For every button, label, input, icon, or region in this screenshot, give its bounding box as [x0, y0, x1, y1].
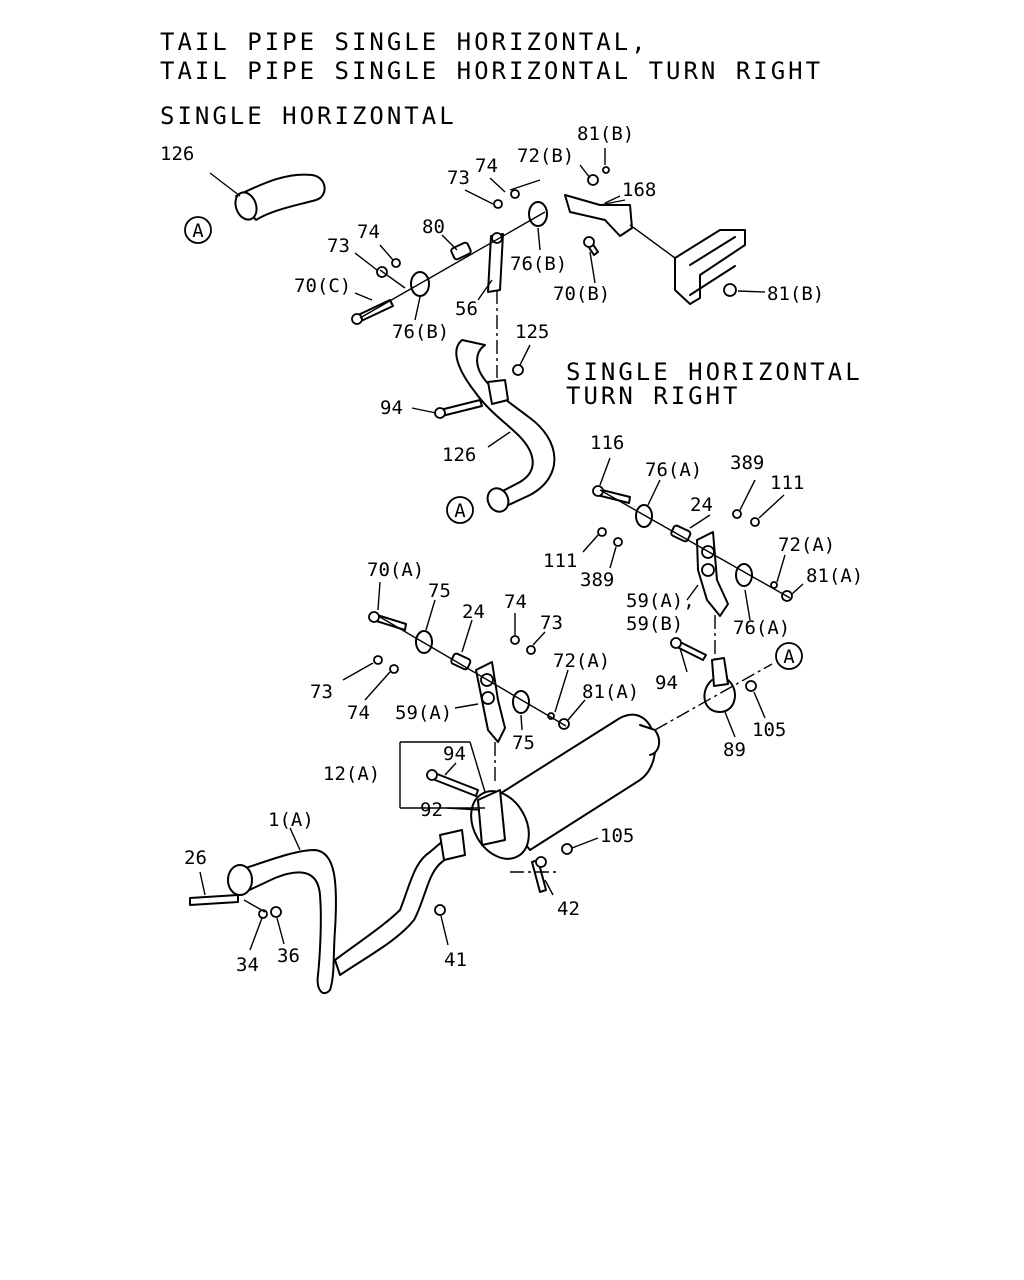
label-111-top: 111	[770, 472, 804, 494]
label-80: 80	[422, 216, 445, 238]
label-126-middle: 126	[442, 444, 476, 466]
frame-rail	[674, 229, 746, 305]
leader-lines	[199, 148, 804, 951]
label-76a-bottom: 76(A)	[733, 617, 790, 639]
label-36: 36	[277, 945, 300, 967]
turn-right-bracket-59	[592, 485, 793, 617]
section-title-single-horizontal: SINGLE HORIZONTAL	[160, 102, 457, 130]
label-73-lower-left: 73	[310, 681, 333, 703]
top-fasteners	[351, 166, 737, 325]
label-59b-turn: 59(B)	[626, 613, 683, 635]
section-title-turn-right-2: TURN RIGHT	[566, 382, 741, 410]
part-labels-turn-right: 116 76(A) 389 111 24 111 389 72(A) 81(A)…	[543, 432, 863, 761]
label-105-lower: 105	[600, 825, 634, 847]
svg-text:A: A	[783, 646, 795, 668]
svg-text:A: A	[192, 220, 204, 242]
label-74-lower-left: 74	[347, 702, 370, 724]
tail-pipe-126-top	[209, 172, 326, 221]
svg-text:A: A	[454, 500, 466, 522]
label-72a-turn: 72(A)	[778, 534, 835, 556]
ref-marker-a-middle: A	[446, 496, 474, 524]
muffler	[426, 713, 661, 893]
tail-pipe-126-middle	[434, 339, 556, 513]
label-73-top-right: 73	[447, 167, 470, 189]
label-74-top-left: 74	[357, 221, 380, 243]
label-70c: 70(C)	[294, 275, 351, 297]
label-59a-lower: 59(A)	[395, 702, 452, 724]
label-74-top-right: 74	[475, 155, 498, 177]
label-389-bottom: 389	[580, 569, 614, 591]
exhaust-pipe-1a	[189, 829, 466, 995]
label-125: 125	[515, 321, 549, 343]
label-168: 168	[622, 179, 656, 201]
ref-marker-a-turn: A	[775, 642, 803, 670]
label-111-bottom: 111	[543, 550, 577, 572]
part-labels-lower: 70(A) 75 24 74 73 73 74 72(A) 59(A) 81(A…	[184, 559, 639, 976]
label-89: 89	[723, 739, 746, 761]
label-1a: 1(A)	[268, 809, 314, 831]
label-12a: 12(A)	[323, 763, 380, 785]
label-75-top: 75	[428, 580, 451, 602]
label-94-turn: 94	[655, 672, 678, 694]
label-59a-turn: 59(A),	[626, 590, 695, 612]
label-81a-turn: 81(A)	[806, 565, 863, 587]
label-92: 92	[420, 799, 443, 821]
label-116: 116	[590, 432, 624, 454]
section-title-turn-right-1: SINGLE HORIZONTAL	[566, 358, 863, 386]
label-34: 34	[236, 954, 259, 976]
part-labels-middle: 125 94 126	[380, 321, 549, 466]
label-81a-lower: 81(A)	[582, 681, 639, 703]
label-76a-top: 76(A)	[645, 459, 702, 481]
centerline-to-ref-a	[654, 663, 773, 731]
label-75-bottom: 75	[512, 732, 535, 754]
part-labels-top: 126 81(B) 72(B) 74 73 168 74 73 80 70(C)…	[160, 123, 824, 343]
clamp-89	[670, 637, 757, 713]
title-line-1: TAIL PIPE SINGLE HORIZONTAL,	[160, 28, 649, 56]
ref-marker-a-top: A	[184, 216, 212, 244]
label-81b-top: 81(B)	[577, 123, 634, 145]
bracket-168	[564, 194, 633, 237]
label-72b: 72(B)	[517, 145, 574, 167]
label-42: 42	[557, 898, 580, 920]
hanger-bar-56	[487, 232, 504, 293]
label-24-turn: 24	[690, 494, 713, 516]
lower-bracket-59a	[368, 611, 570, 743]
label-26: 26	[184, 847, 207, 869]
label-24-lower: 24	[462, 601, 485, 623]
label-94-lower: 94	[443, 743, 466, 765]
label-105-turn: 105	[752, 719, 786, 741]
label-76b-left: 76(B)	[392, 321, 449, 343]
label-74-lower-right: 74	[504, 591, 527, 613]
label-126-top: 126	[160, 143, 194, 165]
label-73-top-left: 73	[327, 235, 350, 257]
label-73-lower-right: 73	[540, 612, 563, 634]
label-81b-rail: 81(B)	[767, 283, 824, 305]
title-line-2: TAIL PIPE SINGLE HORIZONTAL TURN RIGHT	[160, 57, 823, 85]
label-41: 41	[444, 949, 467, 971]
label-94-middle: 94	[380, 397, 403, 419]
label-72a-lower: 72(A)	[553, 650, 610, 672]
label-56: 56	[455, 298, 478, 320]
label-70a: 70(A)	[367, 559, 424, 581]
label-389-top: 389	[730, 452, 764, 474]
label-76b-right: 76(B)	[510, 253, 567, 275]
label-70b: 70(B)	[553, 283, 610, 305]
